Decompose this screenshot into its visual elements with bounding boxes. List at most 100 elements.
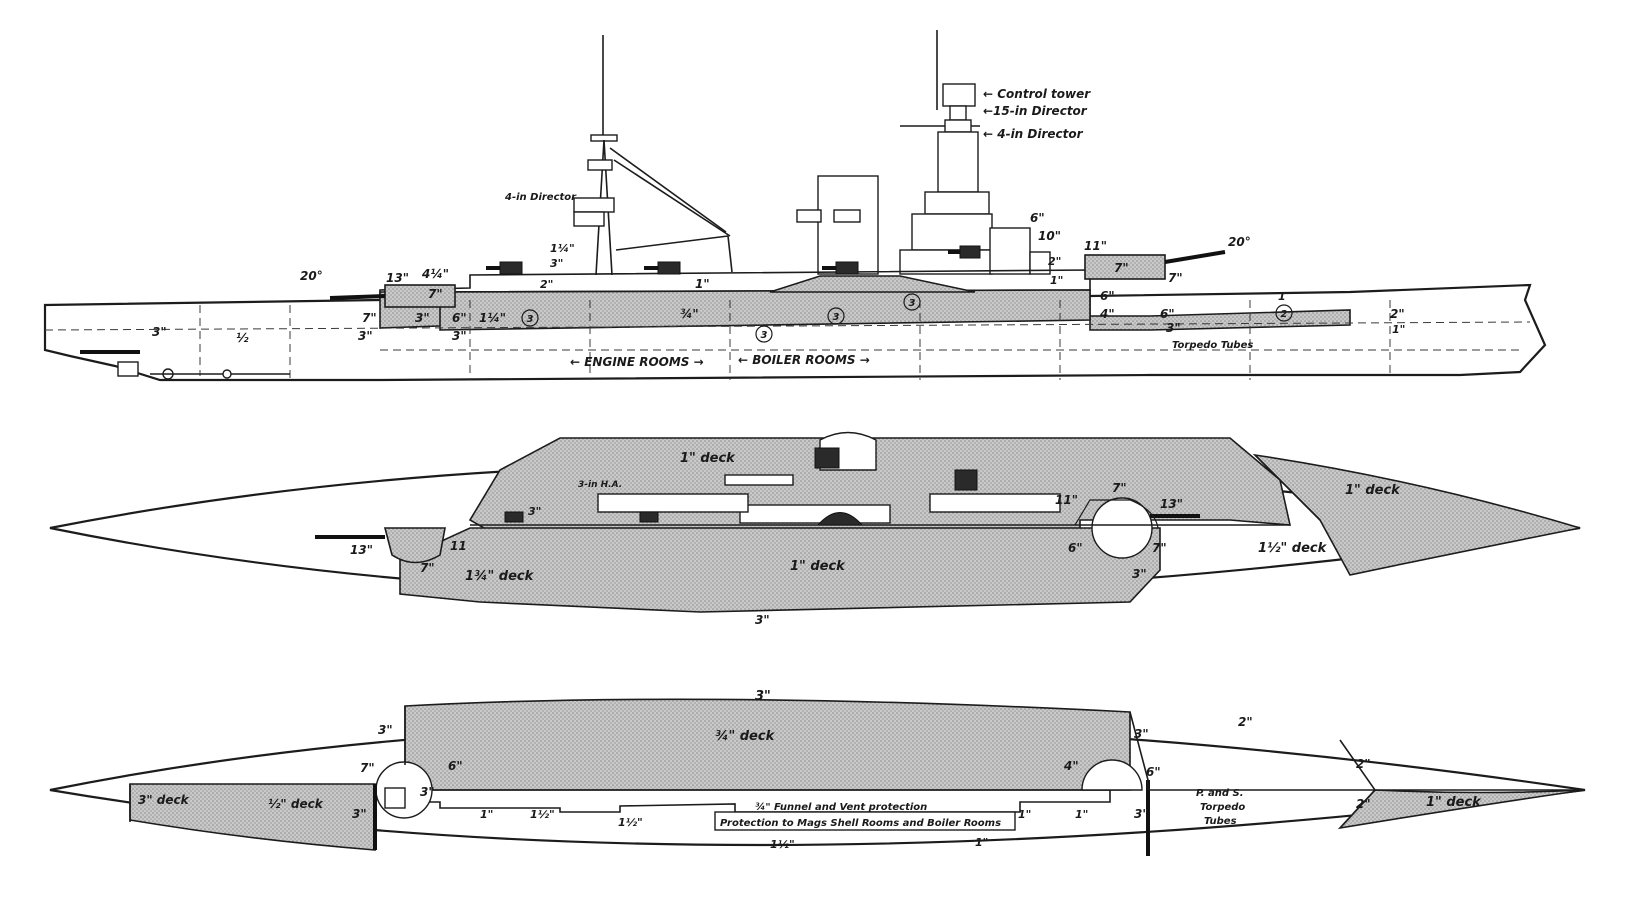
armour-label: 3" xyxy=(152,325,167,339)
secondary-guns xyxy=(486,245,981,275)
plan-label: 1" deck xyxy=(1345,483,1401,498)
fore-tower xyxy=(899,83,993,275)
plan-label: Protection to Mags Shell Rooms and Boile… xyxy=(720,818,1001,829)
circled-marker: 3 xyxy=(833,312,840,323)
control-tower-label: ← Control tower xyxy=(983,87,1091,101)
plan-label: 3" xyxy=(755,613,770,627)
lower-plan-deck-center xyxy=(404,698,1131,791)
dark-mounts xyxy=(504,447,978,526)
armour-label: 6" xyxy=(1030,211,1045,225)
plan-label: 1" deck xyxy=(790,559,846,574)
funnel xyxy=(796,175,879,275)
plan-label: 1½" deck xyxy=(1258,541,1328,556)
plan-label: 1¾" deck xyxy=(465,569,535,584)
plan-label: 1" deck xyxy=(1426,795,1482,810)
lower-plan-deck-stern xyxy=(129,783,376,851)
armour-label: 2" xyxy=(540,278,553,291)
engine-rooms-label: ← ENGINE ROOMS → xyxy=(570,355,704,369)
plan-label: 7" xyxy=(420,561,435,575)
fwd-turret-plan xyxy=(1074,497,1200,559)
armour-label: 10" xyxy=(1038,229,1061,243)
armour-label: 3" xyxy=(1166,321,1181,335)
aft-tripod xyxy=(573,134,733,276)
armour-label: ½ xyxy=(236,331,249,345)
armour-label: 1" xyxy=(695,277,710,291)
plan-label: 6" xyxy=(1068,541,1083,555)
plan-label: 3" xyxy=(1134,807,1149,821)
director-15-label: ←15-in Director xyxy=(983,104,1088,118)
profile-frames xyxy=(44,300,1531,380)
plan-label: ¾" Funnel and Vent protection xyxy=(755,802,927,813)
armour-label: 3" xyxy=(358,329,373,343)
armour-label: 2" xyxy=(1390,307,1405,321)
fwd-barbette xyxy=(1081,759,1143,791)
armour-label: 7" xyxy=(362,311,377,325)
plan-label: 3" xyxy=(1132,567,1147,581)
plan-label: 3" deck xyxy=(138,793,190,807)
plan-label: 1" deck xyxy=(680,451,736,466)
plan-label: 2" xyxy=(1356,797,1371,811)
aft-turret-plan xyxy=(315,527,446,564)
plan-label: 6" xyxy=(448,759,463,773)
profile-view: 3 3 3 3 2 ← Control tower ←15-in Directo… xyxy=(43,30,1547,382)
plan-label: Torpedo xyxy=(1200,802,1245,813)
armour-label: 20° xyxy=(300,269,323,283)
torpedo-tubes-label: Torpedo Tubes xyxy=(1172,340,1253,351)
plan-label: 1½" xyxy=(618,816,643,829)
director-4-aft-label: 4-in Director xyxy=(504,192,577,203)
plan-label: 11 xyxy=(450,539,467,553)
armour-label: 1 xyxy=(1278,290,1286,303)
circled-marker: 3 xyxy=(909,298,916,309)
plan-label: 6" xyxy=(1146,765,1161,779)
circled-marker: 3 xyxy=(761,330,768,341)
plan-label: 1" xyxy=(975,836,988,849)
plan-label: 7" xyxy=(1112,481,1127,495)
aft-turret-profile xyxy=(384,284,456,308)
plan-label: ¾" deck xyxy=(715,729,776,744)
plan-label: 3-in H.A. xyxy=(578,480,622,490)
plan-label: 2" xyxy=(1356,757,1371,771)
armour-label: 7" xyxy=(1114,261,1129,275)
armour-label: 1¼" xyxy=(550,242,575,255)
plan-label: 3" xyxy=(420,785,435,799)
armour-label: 7" xyxy=(428,287,443,301)
armour-label: 6" xyxy=(452,311,467,325)
armour-label: 3" xyxy=(415,311,430,325)
armour-label: 1¼" xyxy=(479,311,506,325)
plan-label: 3" xyxy=(528,505,541,518)
plan-label: 7" xyxy=(1152,541,1167,555)
boiler-rooms-label: ← BOILER ROOMS → xyxy=(738,353,870,367)
circled-marker: 3 xyxy=(527,314,534,325)
armour-label: 6" xyxy=(1100,289,1115,303)
conning-tower xyxy=(989,227,1031,275)
armour-label: 6" xyxy=(1160,307,1175,321)
plan-label: 3" xyxy=(352,807,367,821)
upper-plan-view: 1" deck 1" deck 1" deck 1½" deck 1¾" dec… xyxy=(49,431,1581,627)
armour-label: 1" xyxy=(1050,274,1063,287)
plan-label: 7" xyxy=(360,761,375,775)
armour-label: 3" xyxy=(550,257,563,270)
armour-label: 3" xyxy=(452,329,467,343)
plan-label: 1" xyxy=(1075,808,1088,821)
lower-plan-view: 3" 2" ¾" deck 3" deck ½" deck 1" deck 3"… xyxy=(49,689,1586,856)
uptake-plan xyxy=(724,474,794,486)
plan-label: 2" xyxy=(1238,715,1253,729)
mags-protection-box xyxy=(714,811,1016,831)
funnel-plan xyxy=(739,504,891,524)
plan-label: 3" xyxy=(755,689,771,704)
circled-marker: 2 xyxy=(1281,309,1288,320)
armour-label: 11" xyxy=(1084,239,1107,253)
armour-label: 13" xyxy=(386,271,409,285)
plan-label: ½" deck xyxy=(268,797,324,811)
armour-label: 1" xyxy=(1392,323,1405,336)
plan-label: 4" xyxy=(1063,759,1079,773)
armour-label: 2" xyxy=(1048,255,1061,268)
plan-label: 11" xyxy=(1055,493,1078,507)
armour-label: 20° xyxy=(1228,235,1251,249)
plan-label: 1½" xyxy=(770,838,795,851)
plan-label: 1" xyxy=(480,808,493,821)
stern-gear xyxy=(80,350,290,380)
plan-label: 13" xyxy=(1160,497,1183,511)
